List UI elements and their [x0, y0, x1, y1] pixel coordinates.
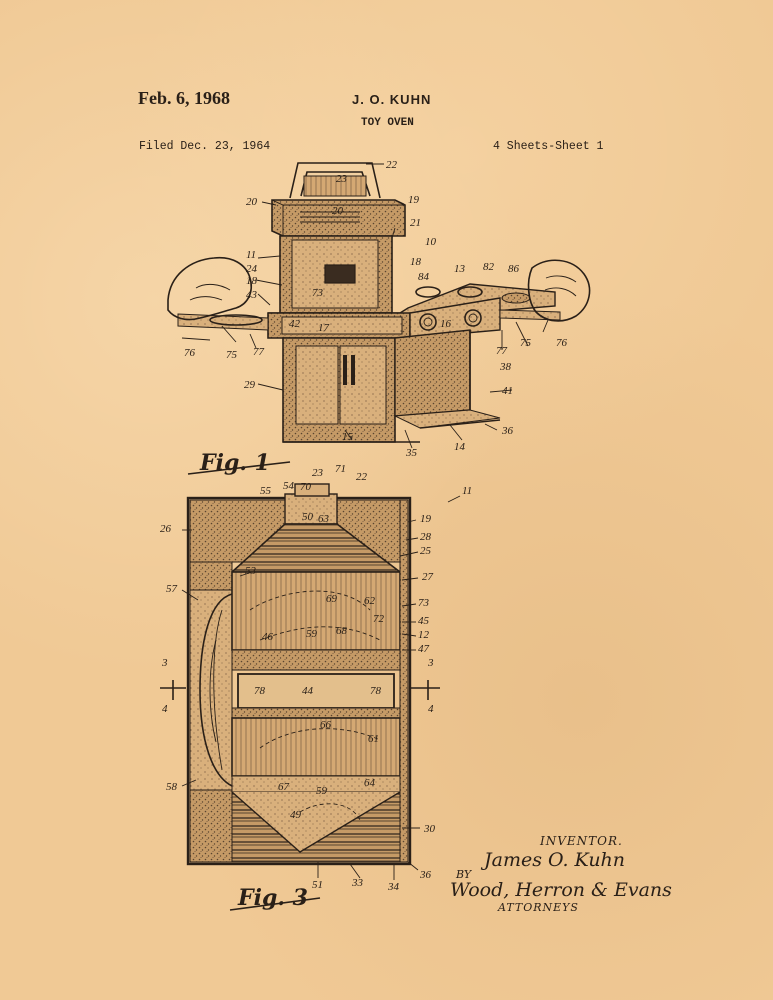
ref-label: 23 — [336, 173, 348, 185]
ref-label: 4 — [162, 703, 168, 715]
figure-3-labels: 11 23 71 22 55 54 70 50 63 26 19 28 25 5… — [160, 463, 472, 893]
ref-label: 46 — [262, 631, 274, 643]
ref-label: 54 — [283, 480, 295, 492]
ref-label: 36 — [419, 869, 432, 881]
ref-label: 73 — [418, 597, 430, 609]
ref-label: 49 — [290, 809, 302, 821]
ref-label: 59 — [306, 628, 318, 640]
ref-label: 72 — [373, 613, 385, 625]
ref-label: 25 — [420, 545, 432, 557]
ref-label: 34 — [387, 881, 400, 893]
figure-3-caption: Fig. 3 — [237, 885, 308, 911]
ref-label: 20 — [332, 205, 344, 217]
ref-label: 19 — [420, 513, 432, 525]
figure-3-oven-section — [160, 483, 461, 880]
ref-label: 33 — [351, 877, 364, 889]
ref-label: 18 — [410, 256, 422, 268]
ref-label: 19 — [408, 194, 420, 206]
ref-label: 16 — [440, 318, 452, 330]
ref-label: 22 — [386, 159, 398, 171]
ref-label: 27 — [422, 571, 434, 583]
patent-title: TOY OVEN — [361, 117, 414, 129]
ref-label: 15 — [342, 431, 354, 443]
ref-label: 12 — [418, 629, 430, 641]
ref-label: 76 — [556, 337, 568, 349]
ref-label: 53 — [245, 565, 257, 577]
ref-label: 38 — [499, 361, 512, 373]
ref-label: 11 — [462, 485, 472, 497]
figure-1-labels: 22 23 20 19 20 21 10 18 11 24 18 43 73 1… — [184, 159, 568, 459]
ref-label: 23 — [312, 467, 324, 479]
inventor-header: J. O. KUHN — [352, 92, 432, 107]
ref-label: 70 — [300, 481, 312, 493]
inventor-label: INVENTOR. — [539, 834, 623, 848]
ref-label: 35 — [405, 447, 418, 459]
signature-block: INVENTOR. James O. Kuhn BY Wood, Herron … — [450, 834, 672, 914]
ref-label: 44 — [302, 685, 314, 697]
ref-label: 62 — [364, 595, 376, 607]
ref-label: 84 — [418, 271, 430, 283]
ref-label: 75 — [520, 337, 532, 349]
ref-label: 47 — [418, 643, 430, 655]
ref-label: 77 — [496, 345, 508, 357]
ref-label: 4 — [428, 703, 434, 715]
ref-label: 10 — [425, 236, 437, 248]
ref-label: 21 — [410, 217, 421, 229]
sheet-count: 4 Sheets-Sheet 1 — [493, 140, 604, 153]
ref-label: 28 — [420, 531, 432, 543]
by-label: BY — [455, 868, 473, 881]
ref-label: 77 — [253, 346, 265, 358]
ref-label: 26 — [160, 523, 172, 535]
ref-label: 78 — [370, 685, 382, 697]
ref-label: 76 — [184, 347, 196, 359]
attorney-signature: Wood, Herron & Evans — [450, 879, 672, 901]
ref-label: 3 — [427, 657, 434, 669]
ref-label: 69 — [326, 593, 338, 605]
ref-label: 13 — [454, 263, 466, 275]
ref-label: 58 — [166, 781, 178, 793]
ref-label: 68 — [336, 625, 348, 637]
ref-label: 78 — [254, 685, 266, 697]
ref-label: 14 — [454, 441, 466, 453]
ref-label: 82 — [483, 261, 495, 273]
ref-label: 67 — [278, 781, 290, 793]
ref-label: 11 — [246, 249, 256, 261]
ref-label: 24 — [246, 263, 258, 275]
ref-label: 57 — [166, 583, 178, 595]
ref-label: 22 — [356, 471, 368, 483]
ref-label: 41 — [502, 385, 513, 397]
ref-label: 30 — [423, 823, 436, 835]
ref-label: 64 — [364, 777, 376, 789]
ref-label: 45 — [418, 615, 430, 627]
inventor-signature: James O. Kuhn — [480, 849, 625, 871]
ref-label: 50 — [302, 511, 314, 523]
ref-label: 29 — [244, 379, 256, 391]
ref-label: 36 — [501, 425, 514, 437]
ref-label: 42 — [289, 318, 301, 330]
ref-label: 18 — [246, 275, 258, 287]
ref-label: 66 — [320, 719, 332, 731]
attorneys-label: ATTORNEYS — [497, 901, 579, 914]
ref-label: 61 — [368, 733, 379, 745]
ref-label: 3 — [161, 657, 168, 669]
ref-label: 43 — [246, 289, 258, 301]
ref-label: 59 — [316, 785, 328, 797]
ref-label: 51 — [312, 879, 323, 891]
patent-date: Feb. 6, 1968 — [138, 88, 230, 108]
ref-label: 86 — [508, 263, 520, 275]
ref-label: 63 — [318, 513, 330, 525]
figure-1-oven-perspective — [167, 162, 591, 449]
ref-label: 71 — [335, 463, 346, 475]
ref-label: 55 — [260, 485, 272, 497]
filed-date: Filed Dec. 23, 1964 — [139, 140, 271, 153]
ref-label: 20 — [246, 196, 258, 208]
ref-label: 75 — [226, 349, 238, 361]
ref-label: 73 — [312, 287, 324, 299]
ref-label: 17 — [318, 322, 330, 334]
